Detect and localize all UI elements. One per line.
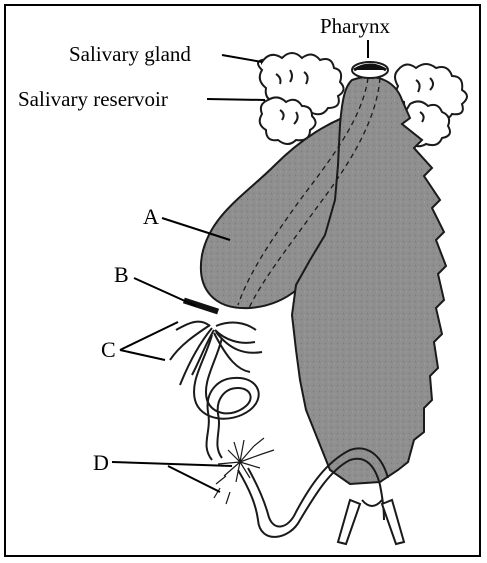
salivary-gland-label: Salivary gland (69, 44, 191, 65)
pharynx-label: Pharynx (320, 16, 390, 37)
label-c: C (101, 339, 116, 361)
hepatic-caeca (170, 322, 262, 385)
malpighian-tubules (214, 438, 274, 504)
salivary-reservoir-label: Salivary reservoir (18, 89, 168, 110)
label-d: D (93, 452, 109, 474)
label-a: A (143, 206, 159, 228)
label-b: B (114, 264, 129, 286)
anal-cerci (338, 500, 404, 544)
gizzard-organ (183, 298, 219, 315)
hindgut-tube (238, 448, 388, 536)
